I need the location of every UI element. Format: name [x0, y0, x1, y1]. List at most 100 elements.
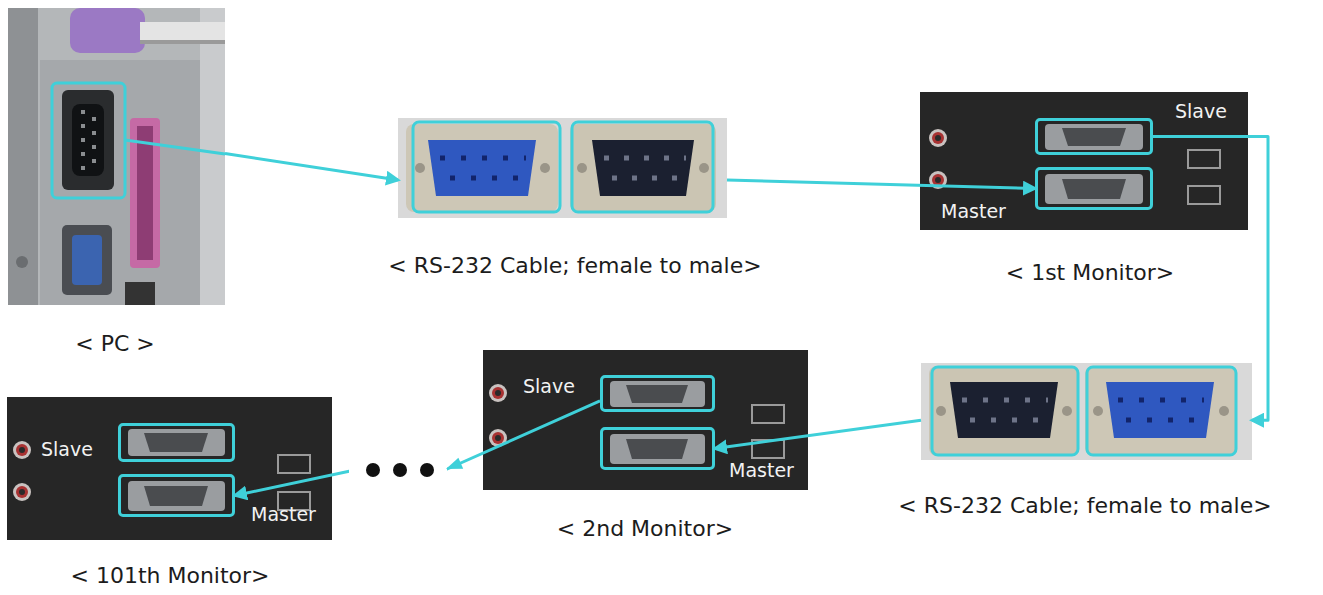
serial-connector: [1045, 174, 1143, 204]
hdmi-port: [752, 440, 784, 458]
audio-jack: [19, 489, 25, 495]
device-caption: < 1st Monitor>: [810, 260, 1323, 285]
audio-jack: [492, 432, 504, 444]
female-face: [1106, 382, 1214, 438]
cable-connector: [715, 420, 921, 448]
device-photo: < RS-232 Cable; female to male>: [921, 363, 1252, 460]
audio-jack: [495, 390, 501, 396]
cable-photo: [398, 118, 727, 218]
pc-back-panel: [40, 60, 200, 305]
audio-jack: [489, 429, 507, 447]
male-face: [592, 140, 694, 196]
cable-connector: [235, 401, 600, 496]
ellipsis-dot: [420, 463, 434, 477]
cable-connector: [1153, 137, 1268, 421]
photo-background: [398, 118, 727, 218]
serial-port-shell: [62, 90, 114, 190]
device-caption: < 2nd Monitor>: [365, 516, 925, 541]
port-label: Master: [729, 460, 839, 482]
port-label: Slave: [523, 376, 633, 398]
device-caption: < RS-232 Cable; female to male>: [805, 493, 1323, 518]
ps2-cable-shade: [140, 40, 225, 44]
parallel-port-face: [137, 126, 153, 260]
audio-jack: [932, 174, 944, 186]
audio-jack: [929, 171, 947, 189]
ellipsis-dot: [366, 463, 380, 477]
port-box: Master: [1035, 167, 1153, 210]
screw: [415, 163, 425, 173]
port-label: Slave: [41, 439, 151, 461]
device-caption: < PC >: [0, 331, 395, 356]
audio-jack: [489, 384, 507, 402]
socket-holes: [1118, 398, 1204, 403]
device-photo: < 1st Monitor>SlaveMaster: [920, 92, 1248, 230]
hdmi-port: [752, 405, 784, 423]
serial-pins: [92, 117, 96, 165]
audio-jack: [16, 444, 28, 456]
port-box: Master: [600, 427, 715, 470]
connector-shell: [570, 124, 716, 212]
port-highlight: [932, 367, 1078, 455]
audio-jack: [16, 486, 28, 498]
arrow-head: [446, 458, 463, 469]
serial-pins: [81, 110, 85, 172]
pins: [970, 418, 1040, 423]
pc-case-edge: [8, 8, 38, 305]
screw: [577, 163, 587, 173]
port-label: Master: [251, 504, 361, 526]
pins: [604, 156, 686, 161]
female-face: [428, 140, 536, 196]
serial-connector: [1045, 124, 1143, 150]
audio-jack: [13, 483, 31, 501]
screw: [699, 163, 709, 173]
device-photo: < 2nd Monitor>SlaveMaster: [483, 350, 808, 490]
audio-jack: [492, 387, 504, 399]
port-highlight: [413, 122, 560, 212]
device-caption: < 101th Monitor>: [0, 563, 450, 588]
hdmi-port: [278, 455, 310, 473]
serial-connector-face: [1062, 179, 1126, 199]
screw: [936, 406, 946, 416]
pc-case: [8, 8, 225, 305]
port-box: Master: [118, 474, 235, 517]
pc-case-side: [200, 8, 225, 305]
gap-mask: [349, 456, 447, 484]
device-caption: < RS-232 Cable; female to male>: [295, 253, 855, 278]
cable-photo: [921, 363, 1252, 460]
ps2-cable: [140, 22, 225, 44]
vga-shell: [62, 225, 112, 295]
screw: [1093, 406, 1103, 416]
port-highlight: [572, 122, 713, 212]
port-highlight: [1087, 367, 1236, 455]
audio-jack: [19, 447, 25, 453]
serial-connector-face: [626, 439, 688, 459]
usb-port: [125, 282, 155, 305]
serial-connector: [128, 429, 225, 456]
audio-jack: [932, 132, 944, 144]
pc-photo: [8, 8, 225, 305]
screw: [540, 163, 550, 173]
connector-shell: [1085, 366, 1237, 456]
serial-port-face: [72, 104, 104, 176]
screw: [16, 256, 28, 268]
vga-port: [72, 235, 102, 285]
audio-jack: [929, 129, 947, 147]
pins: [962, 398, 1048, 403]
ellipsis-dot: [393, 463, 407, 477]
hdmi-port: [1188, 186, 1220, 204]
pins: [612, 176, 680, 181]
port-box: Slave: [600, 375, 715, 412]
serial-connector: [610, 434, 705, 464]
socket-holes: [440, 156, 526, 161]
photo-background: [921, 363, 1252, 460]
audio-jack: [935, 135, 941, 141]
port-box: Slave: [118, 423, 235, 462]
cable-connector: [727, 180, 1035, 189]
serial-connector: [128, 481, 225, 511]
serial-connector-face: [144, 433, 208, 452]
serial-connector-face: [144, 486, 208, 506]
port-highlight: [52, 83, 125, 198]
device-photo: < 101th Monitor>SlaveMaster: [7, 397, 332, 540]
audio-jack: [495, 435, 501, 441]
socket-holes: [450, 176, 518, 181]
